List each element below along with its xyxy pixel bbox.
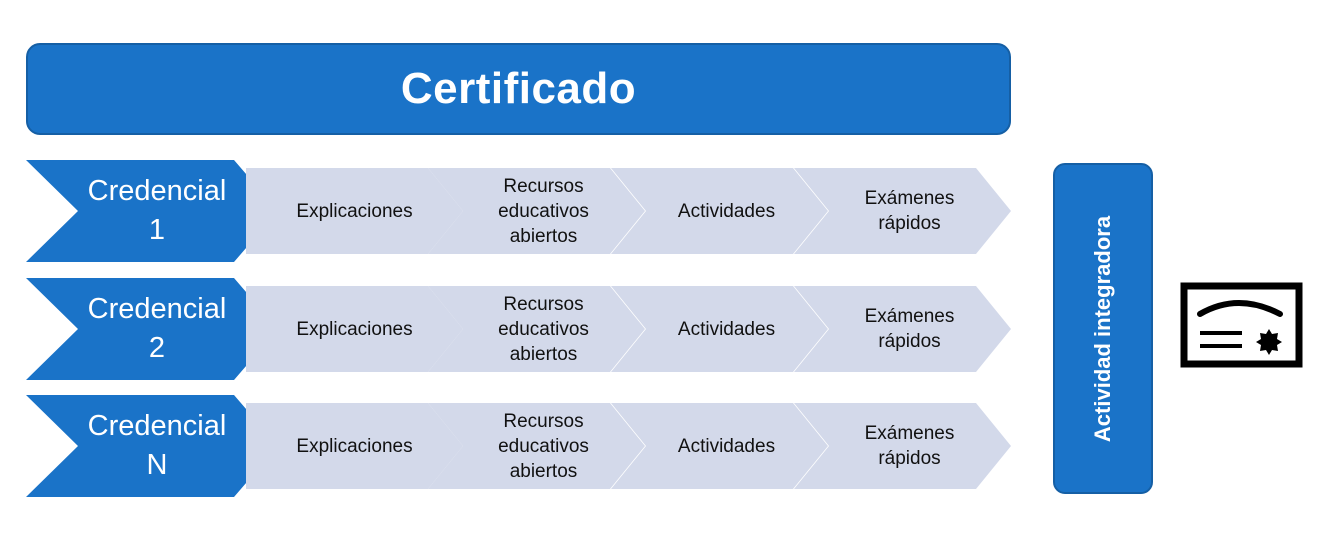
step-label: Actividades: [677, 435, 776, 457]
step-chevron: Exámenes rápidos: [794, 286, 1011, 372]
step-chevron: Exámenes rápidos: [794, 168, 1011, 254]
certificate-header: Certificado: [26, 43, 1011, 135]
step-chevron: Explicaciones: [246, 168, 463, 254]
credential-label: Credencial 1: [87, 175, 227, 246]
step-label: Explicaciones: [296, 435, 413, 457]
credential-row-1: Credencial 1 Explicaciones Recursos educ…: [0, 160, 1030, 262]
step-chevron: Actividades: [611, 403, 828, 489]
step-label: Recursos educativos abiertos: [498, 293, 589, 365]
step-label: Exámenes rápidos: [864, 306, 955, 352]
credential-row-n: Credencial N Explicaciones Recursos educ…: [0, 395, 1030, 497]
credential-label: Credencial 2: [87, 293, 227, 364]
step-chevron: Recursos educativos abiertos: [428, 403, 645, 489]
step-chevron: Recursos educativos abiertos: [428, 168, 645, 254]
step-label: Actividades: [677, 318, 776, 340]
step-label: Exámenes rápidos: [864, 423, 955, 469]
step-label: Recursos educativos abiertos: [498, 410, 589, 482]
integrative-activity-label: Actividad integradora: [1090, 215, 1115, 442]
header-title: Certificado: [400, 64, 637, 113]
step-label: Actividades: [677, 200, 776, 222]
credential-chevron: Credencial N: [26, 395, 278, 497]
step-chevron: Explicaciones: [246, 286, 463, 372]
step-label: Explicaciones: [296, 318, 413, 340]
step-chevron: Actividades: [611, 286, 828, 372]
credential-label: Credencial N: [87, 410, 227, 481]
step-chevron: Actividades: [611, 168, 828, 254]
step-label: Recursos educativos abiertos: [498, 175, 589, 247]
credential-chevron: Credencial 2: [26, 278, 278, 380]
credential-chevron: Credencial 1: [26, 160, 278, 262]
step-label: Exámenes rápidos: [864, 188, 955, 234]
step-chevron: Exámenes rápidos: [794, 403, 1011, 489]
step-chevron: Recursos educativos abiertos: [428, 286, 645, 372]
certificate-icon: [1180, 282, 1303, 368]
step-chevron: Explicaciones: [246, 403, 463, 489]
step-label: Explicaciones: [296, 200, 413, 222]
integrative-activity-box: Actividad integradora: [1053, 163, 1153, 494]
credential-row-2: Credencial 2 Explicaciones Recursos educ…: [0, 278, 1030, 380]
